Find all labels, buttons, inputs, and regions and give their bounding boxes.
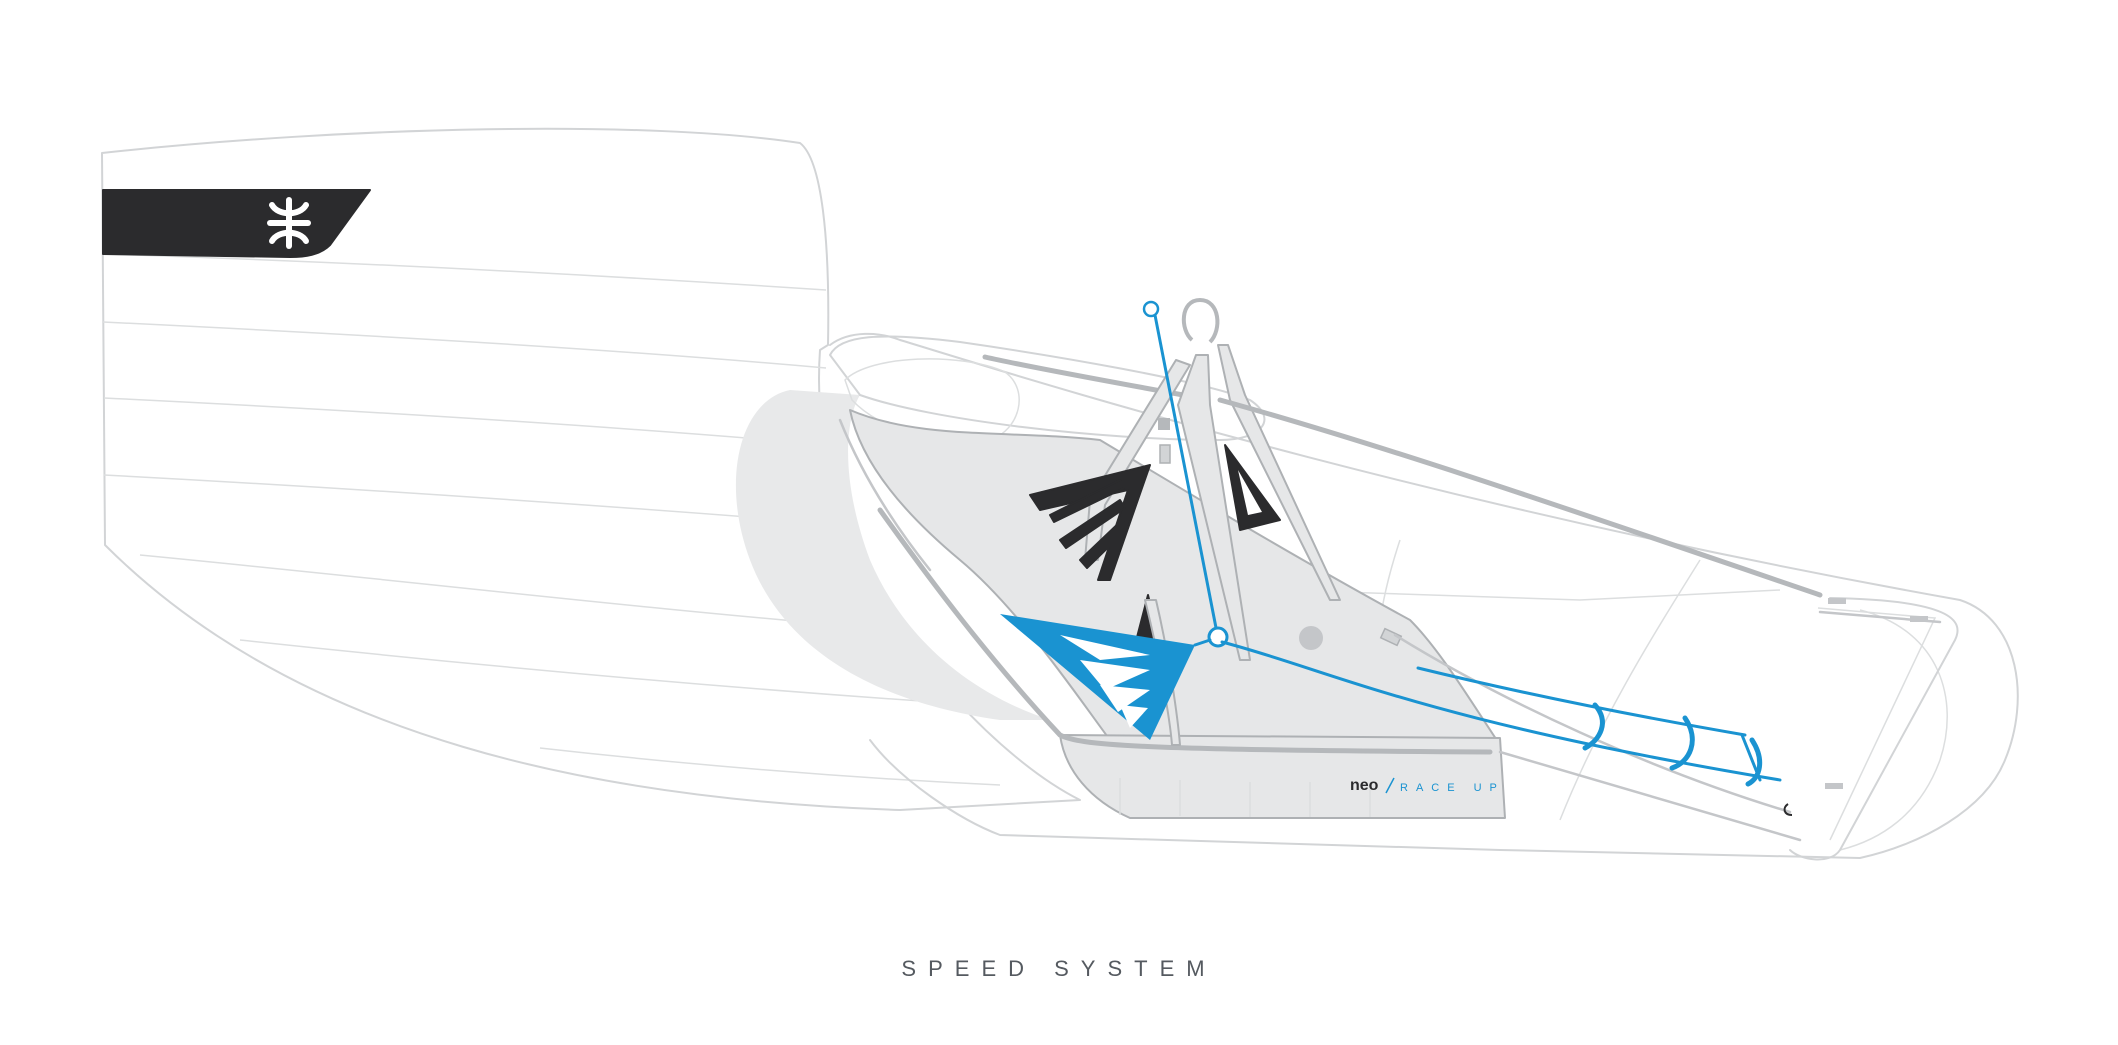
speed-system (1000, 300, 1782, 787)
model-label: neo RACE UP (1350, 777, 1505, 794)
leg-shadow (735, 390, 1050, 720)
model-name: neo (1350, 777, 1379, 794)
neo-logo-icon (267, 197, 311, 249)
seat-section (838, 409, 1506, 819)
model-variant: RACE UP (1400, 782, 1505, 794)
diagram-caption: SPEED SYSTEM (901, 956, 1217, 981)
footplate (1789, 597, 1959, 861)
footplate-fittings (1783, 598, 1928, 816)
rear-logo-band (102, 189, 371, 258)
side-straps (1217, 397, 1823, 842)
harness-body (829, 332, 2019, 859)
